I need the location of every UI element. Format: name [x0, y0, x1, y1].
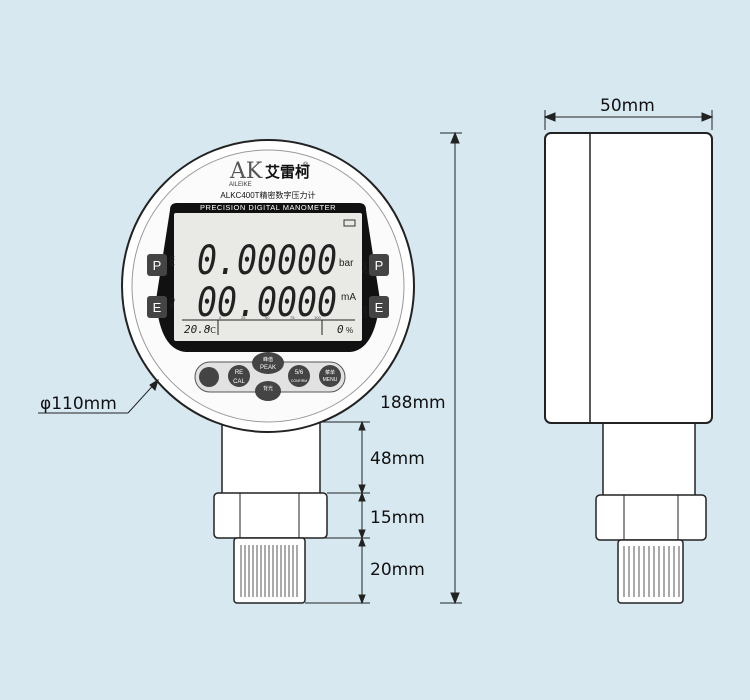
svg-text:P: P	[153, 258, 162, 273]
recal-key[interactable]: RE CAL	[228, 365, 250, 387]
height-label: 188mm	[380, 393, 446, 413]
brand-name: 艾雷柯	[265, 163, 310, 181]
width-label: 50mm	[600, 96, 655, 116]
svg-text:E: E	[375, 300, 384, 315]
svg-text:P: P	[375, 258, 384, 273]
svg-text:Fun: Fun	[168, 298, 174, 308]
svg-text:75: 75	[290, 315, 295, 320]
svg-text:Zero: Zero	[363, 261, 369, 274]
power-key[interactable]	[199, 367, 219, 387]
thread-label: 20mm	[370, 560, 425, 580]
bar-scale: 0 25 50 75 100	[219, 315, 321, 320]
svg-text:AILEIKE: AILEIKE	[229, 182, 252, 188]
battery-icon	[343, 219, 356, 227]
reading-current: 00.0000	[197, 280, 337, 326]
svg-text:℃: ℃	[207, 326, 216, 335]
front-view: AK AILEIKE 艾雷柯 ® ALKC400T精密数字压力计 PRECISI…	[121, 139, 415, 604]
banner: PRECISION DIGITAL MANOMETER	[200, 203, 336, 212]
svg-text:0: 0	[219, 315, 222, 320]
svg-text:25: 25	[241, 315, 246, 320]
side-view	[544, 132, 713, 604]
svg-text:菜单: 菜单	[325, 369, 335, 376]
svg-text:%: %	[346, 326, 353, 335]
button-right-e[interactable]: E	[369, 296, 389, 318]
reading-pressure: 0.00000	[197, 238, 337, 284]
button-left-e[interactable]: E	[147, 296, 167, 318]
dimension-lines	[38, 110, 714, 605]
nut-label: 15mm	[370, 508, 425, 528]
svg-text:MENU: MENU	[323, 377, 338, 383]
svg-text:CAL: CAL	[233, 379, 245, 385]
stem-label: 48mm	[370, 449, 425, 469]
svg-text:CONFIRM: CONFIRM	[291, 379, 307, 383]
svg-text:背光: 背光	[263, 385, 273, 392]
svg-text:Zero: Zero	[363, 305, 369, 318]
svg-text:峰值: 峰值	[263, 356, 273, 363]
backlight-key[interactable]: 背光	[255, 381, 281, 401]
button-right-p[interactable]: P	[369, 254, 389, 276]
svg-text:Unit: Unit	[168, 256, 174, 267]
svg-text:®: ®	[303, 161, 309, 169]
model: ALKC400T精密数字压力计	[220, 190, 315, 200]
peak-key[interactable]: 峰值 PEAK	[252, 352, 284, 374]
percent: 0	[337, 323, 344, 336]
lcd	[174, 213, 362, 341]
svg-text:50: 50	[265, 315, 270, 320]
svg-text:E: E	[153, 300, 162, 315]
svg-text:100: 100	[314, 315, 321, 320]
svg-text:bar: bar	[339, 258, 354, 269]
diameter-label: φ110mm	[40, 394, 117, 414]
temperature: 20.8	[184, 323, 211, 336]
svg-text:PEAK: PEAK	[260, 365, 276, 371]
button-left-p[interactable]: P	[147, 254, 167, 276]
svg-text:5/6: 5/6	[295, 370, 304, 376]
svg-text:mA: mA	[341, 292, 356, 303]
svg-text:RE: RE	[235, 370, 243, 376]
hex-nut	[213, 492, 328, 539]
brand-logo: AK	[229, 159, 263, 184]
